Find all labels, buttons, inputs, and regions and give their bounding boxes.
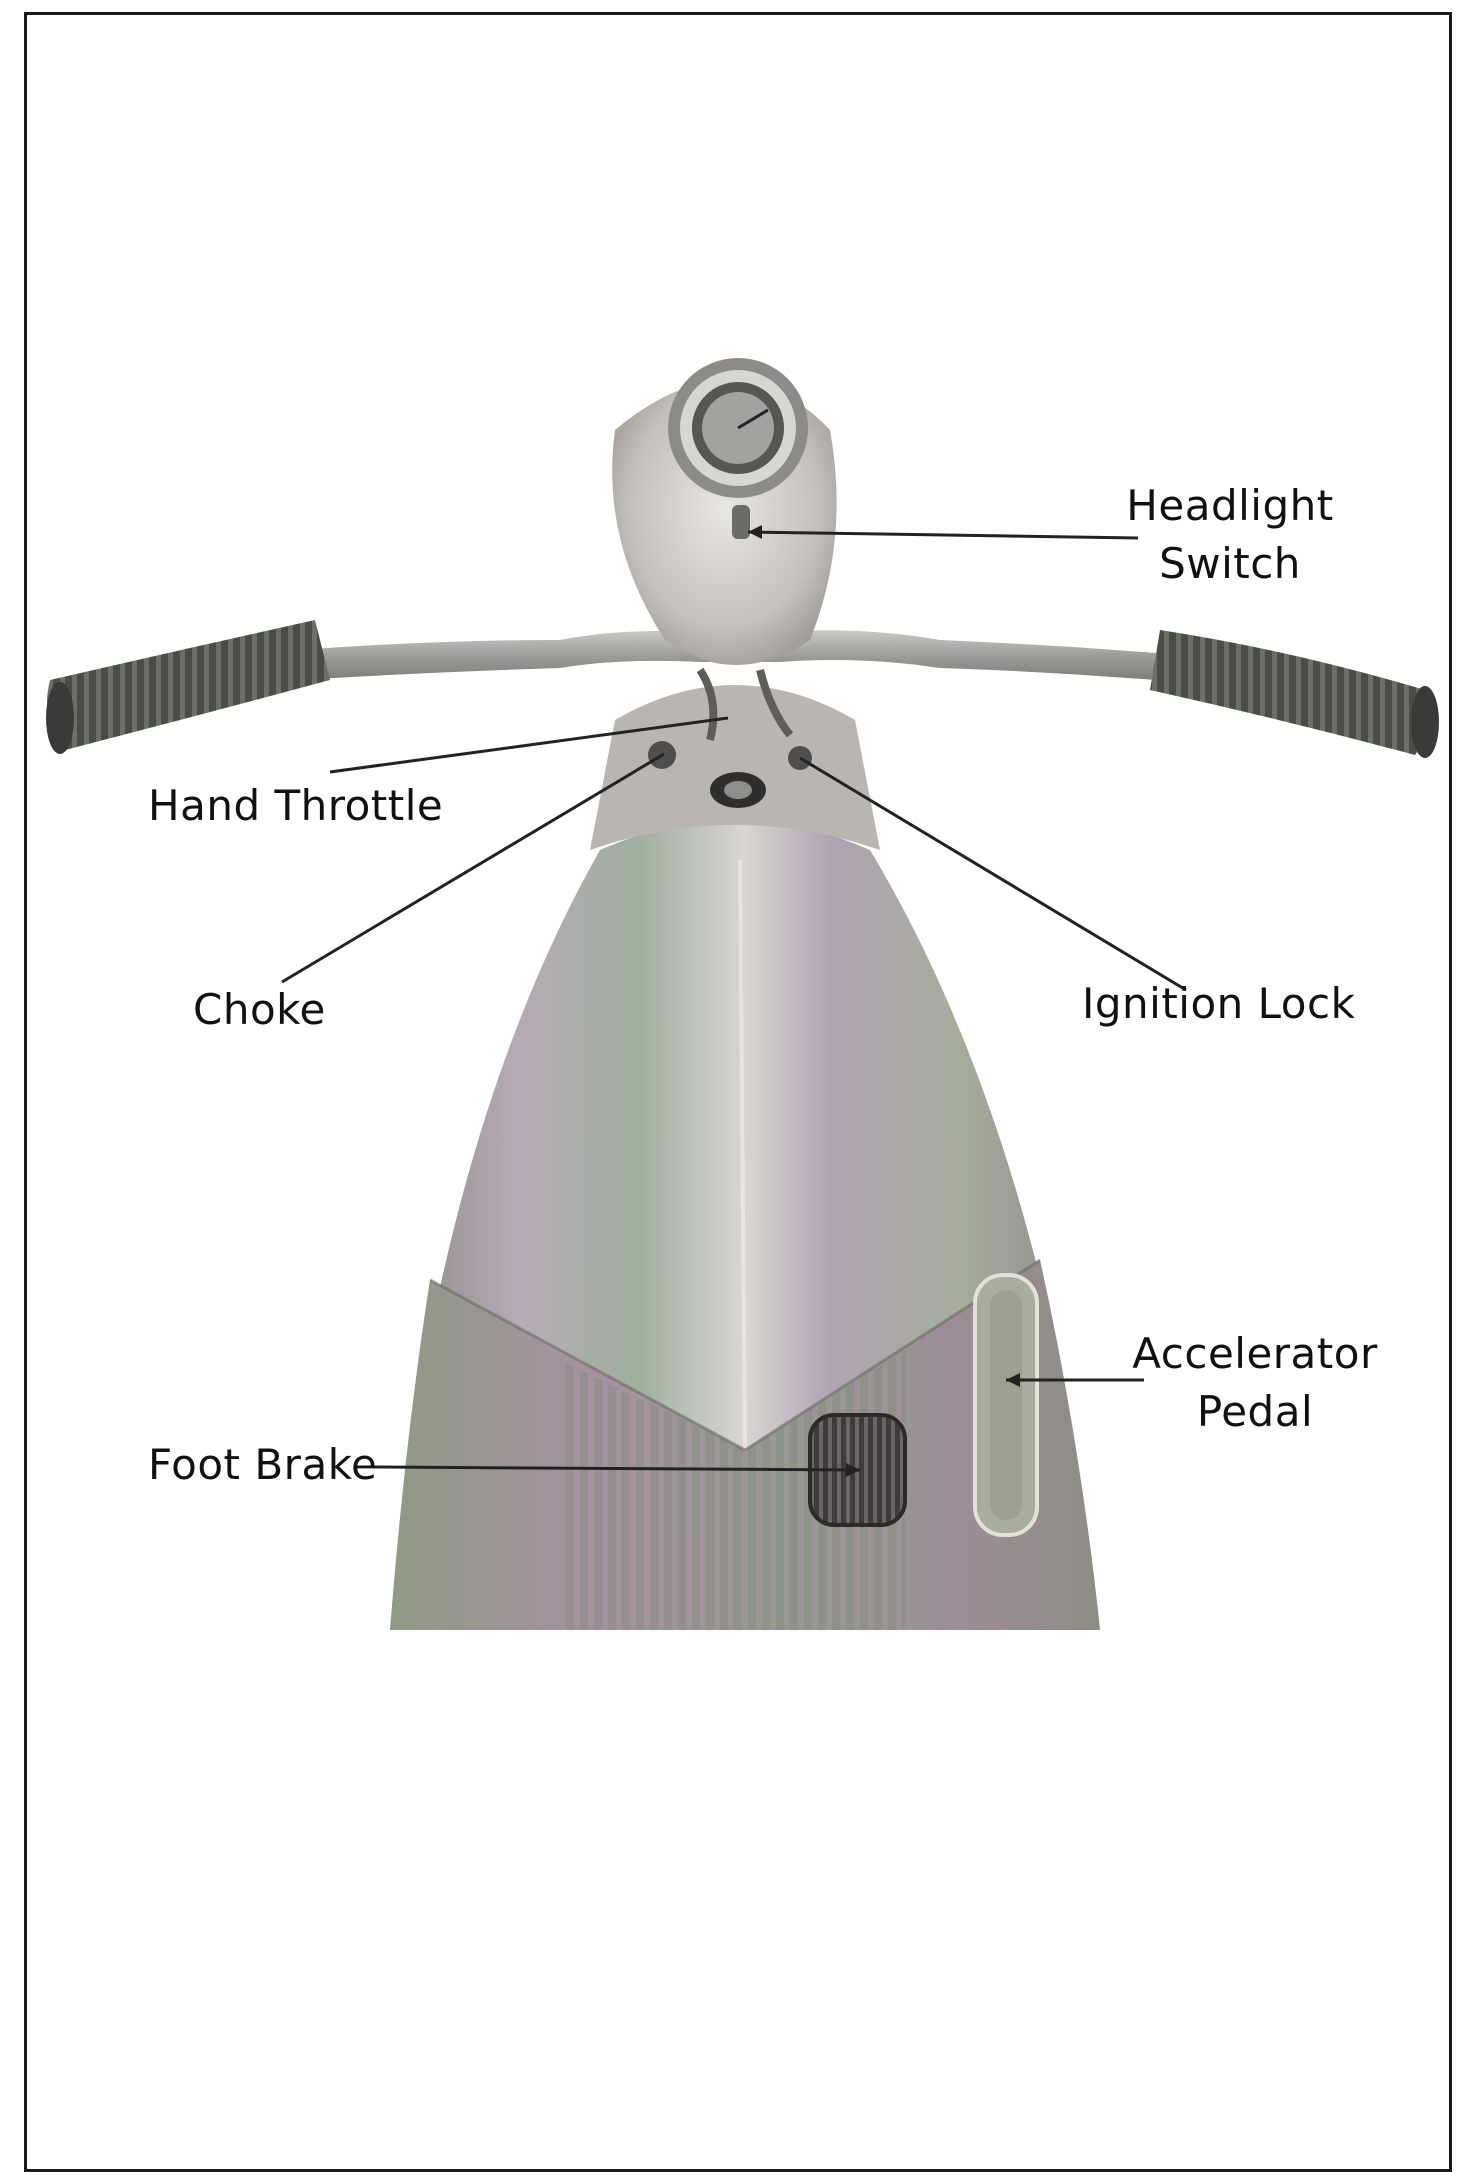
- speedometer: [668, 358, 808, 498]
- choke-label: Choke: [193, 981, 326, 1039]
- headlight-switch-label-line2: Switch: [1120, 535, 1340, 593]
- hand-throttle-label: Hand Throttle: [148, 777, 443, 835]
- headlight-switch-label: Headlight Switch: [1120, 477, 1340, 593]
- right-grip: [1150, 630, 1433, 755]
- accelerator-pedal-label: Accelerator Pedal: [1120, 1325, 1390, 1441]
- foot-brake-label: Foot Brake: [148, 1436, 377, 1494]
- accelerator-pedal-label-line2: Pedal: [1120, 1383, 1390, 1441]
- headlight-switch-label-line1: Headlight: [1120, 477, 1340, 535]
- left-grip: [47, 620, 330, 750]
- accelerator-pedal-label-line1: Accelerator: [1120, 1325, 1390, 1383]
- ignition-lock-label: Ignition Lock: [1082, 975, 1355, 1033]
